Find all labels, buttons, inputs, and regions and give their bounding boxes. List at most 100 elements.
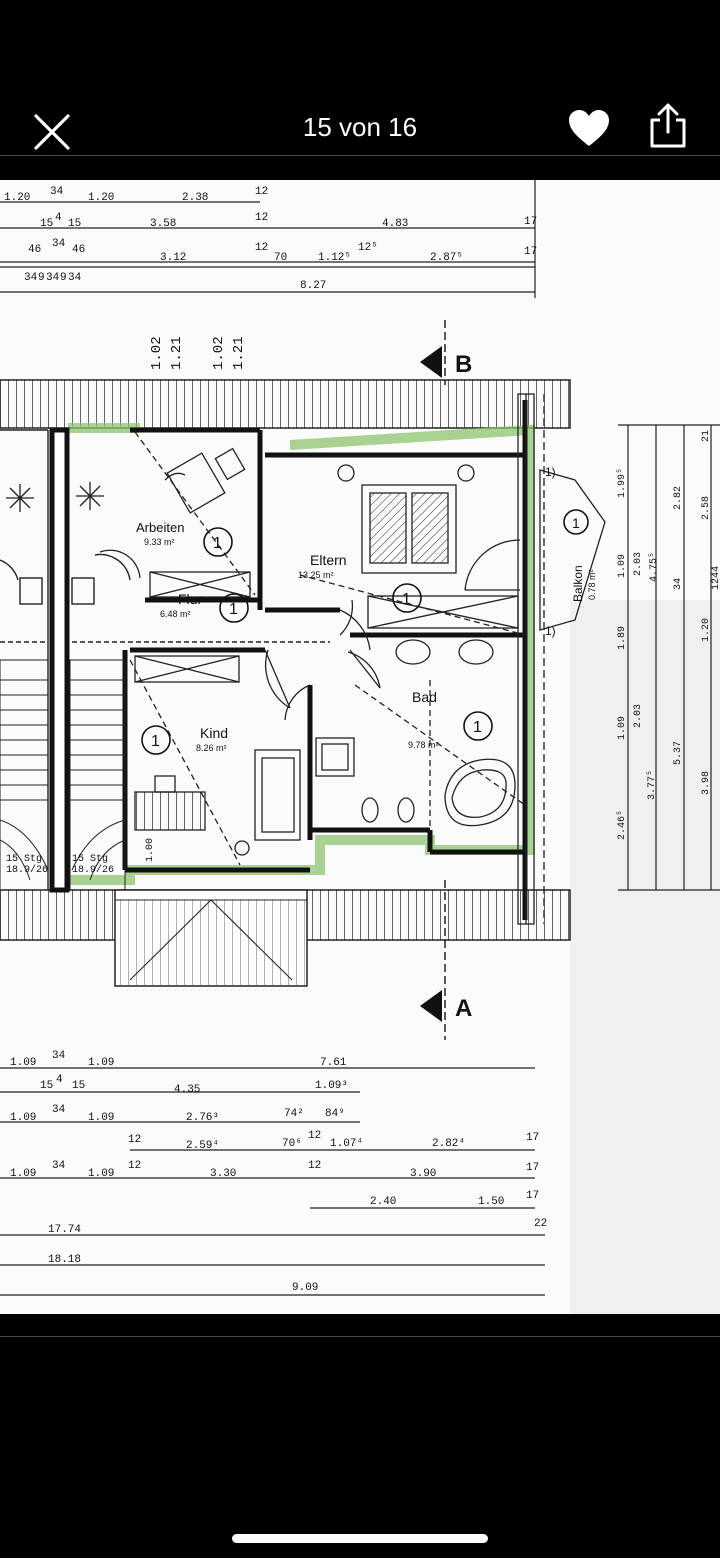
- section-arrow-a: [420, 990, 442, 1022]
- top-dim-r4-4: 34: [68, 272, 82, 284]
- room-name-balkon: Balkon: [571, 565, 585, 602]
- bottom-dim-r5-4: 3.30: [210, 1168, 236, 1180]
- top-dim-r3-5: 70: [274, 252, 287, 264]
- roof-hatch-top: [0, 380, 570, 428]
- right-dim-c2-0: 2.03: [633, 552, 644, 576]
- home-indicator[interactable]: [232, 1534, 488, 1543]
- balcony: [517, 393, 606, 925]
- marker-arbeiten: 1: [213, 535, 222, 552]
- top-dim-r3-1: 34: [52, 238, 66, 250]
- top-dim-r4-1: 9: [38, 272, 45, 284]
- vert-dim-0: 1.02: [149, 336, 165, 370]
- balcony-ref-bottom: 1): [545, 624, 556, 638]
- top-dim-r1-1: 34: [50, 186, 64, 198]
- bottom-dim-r3-2: 1.09: [88, 1112, 114, 1124]
- top-dim-r2-6: 17: [524, 216, 537, 228]
- top-dim-r2-3: 3.58: [150, 218, 176, 230]
- stairs: [0, 659, 126, 891]
- top-dim-r3-4: 12: [255, 242, 268, 254]
- marker-kind: 1: [151, 733, 160, 750]
- right-dim-c1-0: 1.99⁵: [617, 468, 628, 498]
- section-label-a: A: [455, 995, 472, 1022]
- top-dim-r2-0: 15: [40, 218, 53, 230]
- desk-furniture: [134, 431, 256, 598]
- top-dim-r3-3: 3.12: [160, 252, 186, 264]
- top-dim-r4-0: 34: [24, 272, 38, 284]
- right-dim-c1-1: 1.09: [617, 554, 628, 578]
- right-dim-c5-1: 2.58: [701, 496, 712, 520]
- right-dim-c1-3: 1.09: [617, 716, 628, 740]
- top-dim-r3-2: 46: [72, 244, 85, 256]
- bottom-dim-r2-0: 15: [40, 1080, 53, 1092]
- section-arrow-b: [420, 346, 442, 378]
- room-name-eltern: Eltern: [310, 552, 347, 568]
- room-name-kind: Kind: [200, 725, 228, 741]
- walls: [49, 400, 528, 920]
- bottom-dim-r5-1: 34: [52, 1160, 66, 1172]
- bottom-dim-r4-6: 17: [526, 1132, 539, 1144]
- marker-flur: 1: [229, 601, 238, 618]
- door-swings: [99, 549, 381, 721]
- floor-plan-image[interactable]: 1.20 34 1.20 2.38 12 15 4 15 3.58 12 4.8…: [0, 180, 720, 1314]
- room-area-eltern: 13.25 m²: [298, 570, 334, 580]
- right-dim-c1-2: 1.89: [617, 626, 628, 650]
- bottom-dim-r9-0: 9.09: [292, 1282, 318, 1294]
- share-button[interactable]: [644, 100, 692, 152]
- top-dim-r1-0: 1.20: [4, 192, 30, 204]
- bottom-dim-r3-4: 74²: [284, 1108, 304, 1120]
- close-icon: [34, 114, 70, 150]
- bottom-dim-r5-2: 1.09: [88, 1168, 114, 1180]
- bottom-dim-r5-5: 12: [308, 1160, 321, 1172]
- top-dim-r3-6: 1.12⁵: [318, 252, 351, 264]
- room-area-flur: 6.48 m²: [160, 609, 191, 619]
- top-dim-r2-5: 4.83: [382, 218, 408, 230]
- bottom-dim-r4-5: 2.82⁴: [432, 1138, 465, 1150]
- bottom-dim-r5-3: 12: [128, 1160, 141, 1172]
- top-dim-r5-0: 8.27: [300, 280, 326, 292]
- top-dim-r2-1: 4: [55, 212, 62, 224]
- viewer-top-bar: 15 von 16: [0, 0, 720, 180]
- bottom-dim-r8-0: 18.18: [48, 1254, 81, 1266]
- kind-window-dim: 1.00: [145, 838, 156, 862]
- room-area-kind: 8.26 m²: [196, 743, 227, 753]
- bottom-dim-r6-0: 2.40: [370, 1196, 396, 1208]
- right-dim-c4-2: 1.20: [701, 618, 712, 642]
- vert-dim-2: 1.02: [211, 336, 227, 370]
- bottom-dim-r6-1: 1.50: [478, 1196, 504, 1208]
- top-dim-r3-7: 12⁵: [358, 242, 378, 254]
- top-dim-r3-8: 2.87⁵: [430, 252, 463, 264]
- right-dim-c2-2: 3.77⁵: [647, 770, 658, 800]
- bottom-dim-r7-1: 22: [534, 1218, 547, 1230]
- bottom-dim-r2-4: 1.09³: [315, 1080, 348, 1092]
- header-divider: [0, 155, 720, 156]
- bottom-dim-r2-2: 15: [72, 1080, 85, 1092]
- plant-symbols: [6, 482, 104, 512]
- top-dim-r3-0: 46: [28, 244, 41, 256]
- room-markers: 1 1 1 1 1 1: [141, 509, 589, 755]
- right-dim-c4-1: 34: [673, 578, 684, 590]
- top-dim-r4-3: 9: [60, 272, 67, 284]
- right-dim-c5-2: 12: [711, 578, 720, 590]
- highlight-outline: [55, 423, 535, 885]
- top-dim-r2-4: 12: [255, 212, 268, 224]
- right-dim-c4-3: 3.98: [701, 771, 712, 795]
- top-dim-r1-2: 1.20: [88, 192, 114, 204]
- right-dim-c3-1: 5.37: [673, 741, 684, 765]
- bottom-dim-r1-1: 34: [52, 1050, 66, 1062]
- bottom-dim-r2-1: 4: [56, 1074, 63, 1086]
- bottom-dim-r3-3: 2.76³: [186, 1112, 219, 1124]
- bottom-dim-r3-1: 34: [52, 1104, 66, 1116]
- heart-icon: [569, 110, 609, 146]
- right-dim-c1-4: 2.46⁵: [617, 810, 628, 840]
- like-button[interactable]: [566, 106, 612, 152]
- close-button[interactable]: [30, 110, 74, 154]
- bottom-dim-r1-3: 7.61: [320, 1057, 347, 1069]
- bottom-dim-r3-0: 1.09: [10, 1112, 36, 1124]
- room-area-balkon: 0.78 m²: [587, 569, 597, 600]
- right-dim-c5-3: 44: [711, 566, 720, 578]
- room-name-bad: Bad: [412, 689, 437, 705]
- bottom-dimension-lines: [0, 1067, 545, 1296]
- bottom-dim-r3-5: 84⁹: [325, 1108, 345, 1120]
